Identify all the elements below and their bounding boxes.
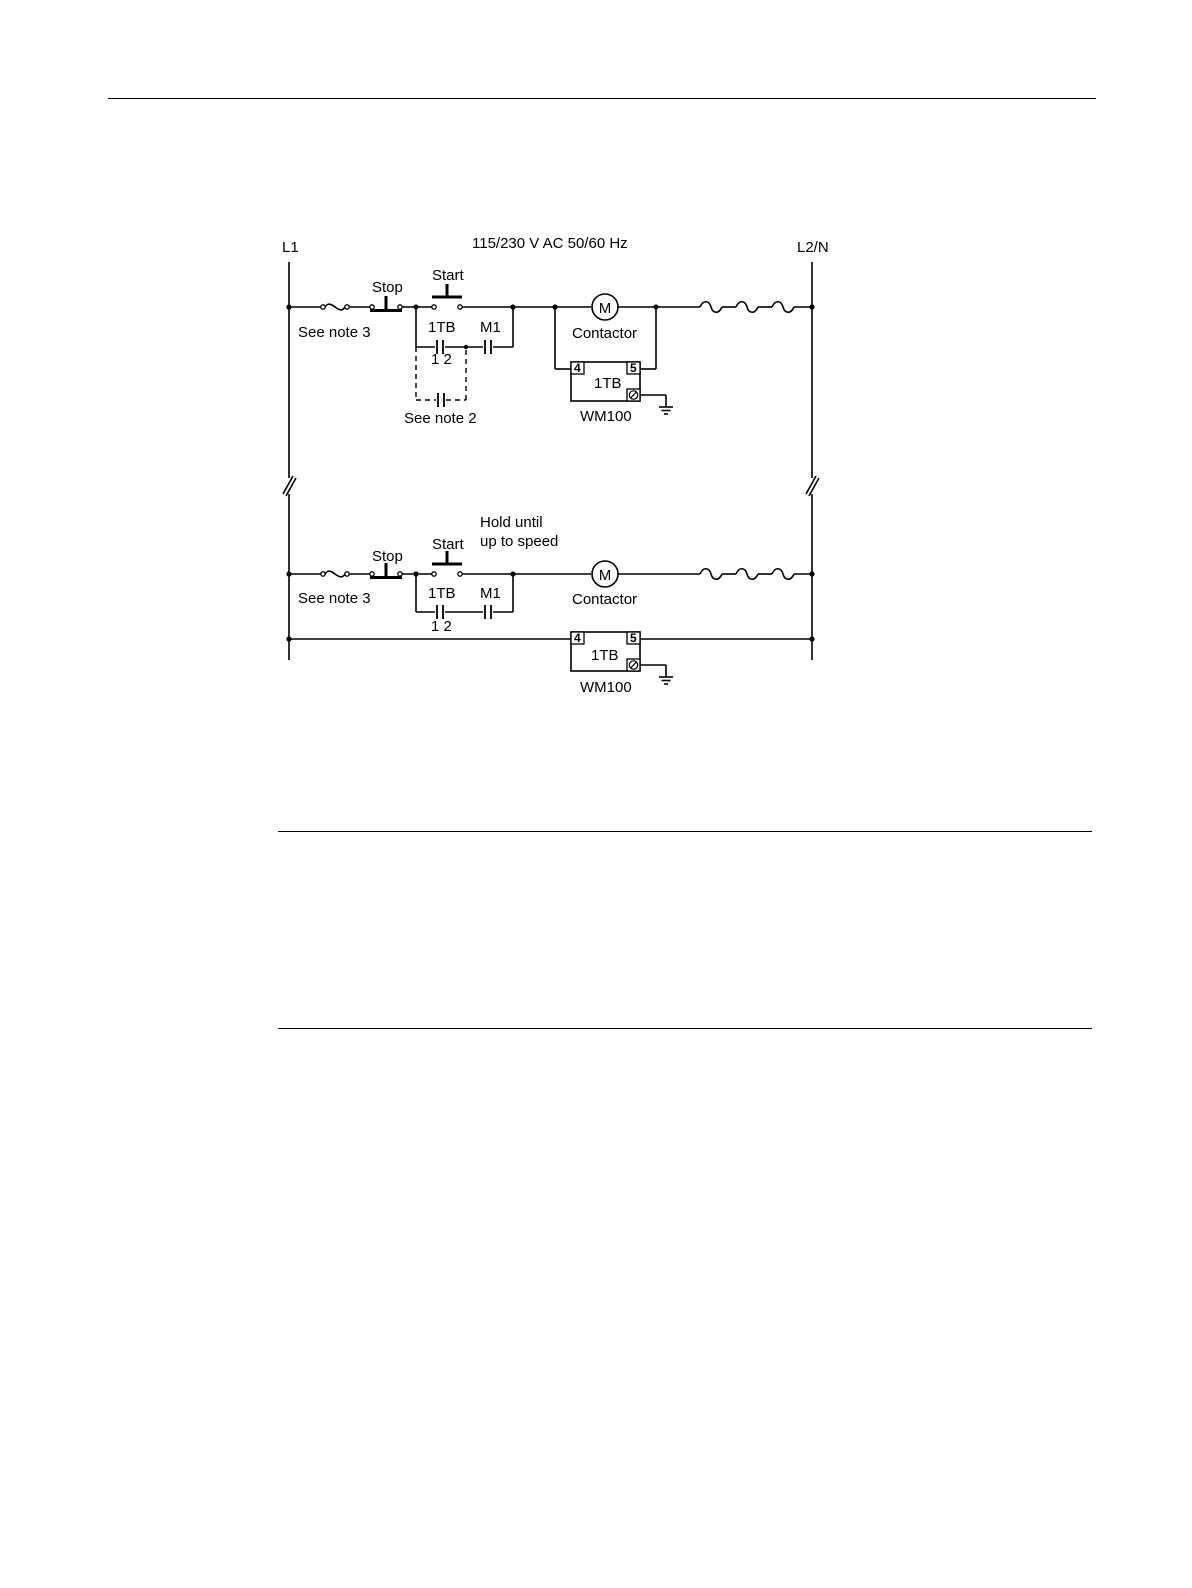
l2n-rail [806,262,819,660]
fuse-icon [321,571,349,577]
stop-label: Stop [372,548,403,565]
supply-label: 115/230 V AC 50/60 Hz [472,235,628,252]
fuse-note-label: See note 3 [298,590,371,607]
start-pushbutton-icon [432,551,462,576]
contactor-label: Contactor [572,325,637,342]
stop-pushbutton-icon [370,296,402,311]
overload-heater-icon [700,569,794,580]
stop-pushbutton-icon [370,563,402,578]
contact-1tb-label: 1TB [428,319,456,336]
coil-letter: M [599,567,612,584]
hold-label-line2: up to speed [480,533,558,550]
contact-m1-label: M1 [480,585,501,602]
start-pushbutton-icon [432,284,462,309]
overload-heater-icon [700,302,794,313]
terminal-5-label: 5 [630,631,637,645]
wm100-monitor: 4 5 1TB [571,631,640,671]
ground-icon [640,665,673,684]
wm100-monitor: 4 5 1TB [571,361,640,401]
monitor-inner-label: 1TB [591,647,619,664]
start-label: Start [432,267,465,284]
contact-1tb-label: 1TB [428,585,456,602]
ground-icon [640,395,673,414]
contactor-label: Contactor [572,591,637,608]
line2-label: L2/N [797,239,829,256]
terminal-12-label: 1 2 [431,618,452,635]
start-label: Start [432,536,465,553]
l1-rail [283,262,296,660]
coil-letter: M [599,300,612,317]
rung-2: Stop Start Hold until up to speed M Cont… [286,514,814,696]
stop-label: Stop [372,279,403,296]
wm100-label: WM100 [580,408,632,425]
fuse-note-label: See note 3 [298,324,371,341]
see-note-2-label: See note 2 [404,410,477,427]
terminal-4-label: 4 [574,631,581,645]
contact-m1-label: M1 [480,319,501,336]
rung-1: Stop Start M Contactor [286,267,814,427]
terminal-12-label: 1 2 [431,351,452,368]
contactor-coil-icon: M [592,294,618,320]
hold-label-line1: Hold until [480,514,543,531]
monitor-inner-label: 1TB [594,375,622,392]
fuse-icon [321,304,349,310]
terminal-5-label: 5 [630,361,637,375]
contactor-coil-icon: M [592,561,618,587]
line1-label: L1 [282,239,299,256]
wm100-label: WM100 [580,679,632,696]
terminal-4-label: 4 [574,361,581,375]
